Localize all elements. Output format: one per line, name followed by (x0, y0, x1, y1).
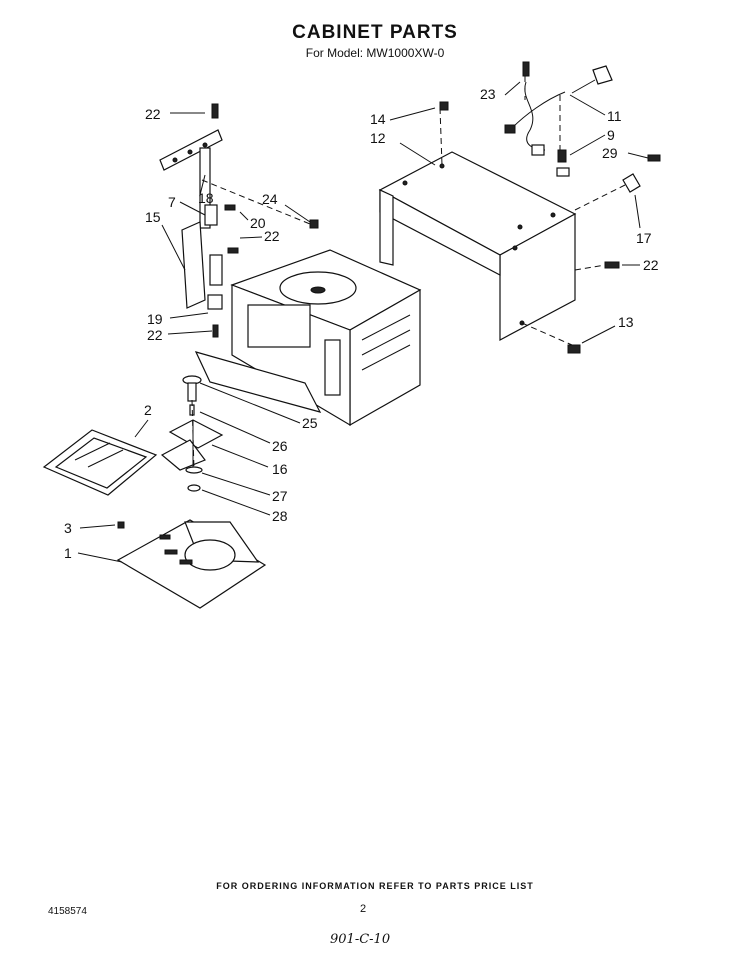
callout-9: 9 (607, 127, 615, 143)
ordering-note: FOR ORDERING INFORMATION REFER TO PARTS … (216, 881, 534, 891)
callout-17: 17 (636, 230, 652, 246)
callout-24: 24 (262, 191, 278, 207)
callout-1: 1 (64, 545, 72, 561)
callout-18: 18 (198, 190, 214, 206)
callout-22-low: 22 (147, 327, 163, 343)
callout-26: 26 (272, 438, 288, 454)
callout-3: 3 (64, 520, 72, 536)
callout-25: 25 (302, 415, 318, 431)
callout-12: 12 (370, 130, 386, 146)
door-bracket-drawing (159, 103, 223, 338)
callout-22-top: 22 (145, 106, 161, 122)
callout-19: 19 (147, 311, 163, 327)
callout-20: 20 (250, 215, 266, 231)
callout-29: 29 (602, 145, 618, 161)
callout-13: 13 (618, 314, 634, 330)
callout-23: 23 (480, 86, 496, 102)
callout-labels: 22 18 7 20 15 22 24 19 22 14 12 23 11 9 … (64, 86, 659, 561)
outer-cabinet-drawing (378, 151, 577, 341)
model-subtitle: For Model: MW1000XW-0 (305, 46, 445, 60)
callout-14: 14 (370, 111, 386, 127)
callout-7: 7 (168, 194, 176, 210)
callout-27: 27 (272, 488, 288, 504)
callout-2: 2 (144, 402, 152, 418)
callout-16: 16 (272, 461, 288, 477)
stirrer-assembly-drawing (160, 375, 224, 492)
callout-22-mid: 22 (264, 228, 280, 244)
door-panel-drawing (194, 351, 322, 413)
page-number: 2 (360, 903, 367, 915)
tray-drawing (42, 429, 158, 496)
base-plate-drawing (116, 519, 267, 609)
document-number: 4158574 (48, 906, 87, 917)
oven-cavity-drawing (230, 249, 422, 427)
callout-22-right: 22 (643, 257, 659, 273)
page-title: CABINET PARTS (292, 22, 458, 43)
leader-lines (77, 76, 649, 563)
wiring-harness-drawing (117, 61, 661, 529)
callout-28: 28 (272, 508, 288, 524)
handwritten-note: 901-C-10 (330, 932, 391, 947)
callout-15: 15 (145, 209, 161, 225)
callout-11: 11 (607, 108, 622, 124)
